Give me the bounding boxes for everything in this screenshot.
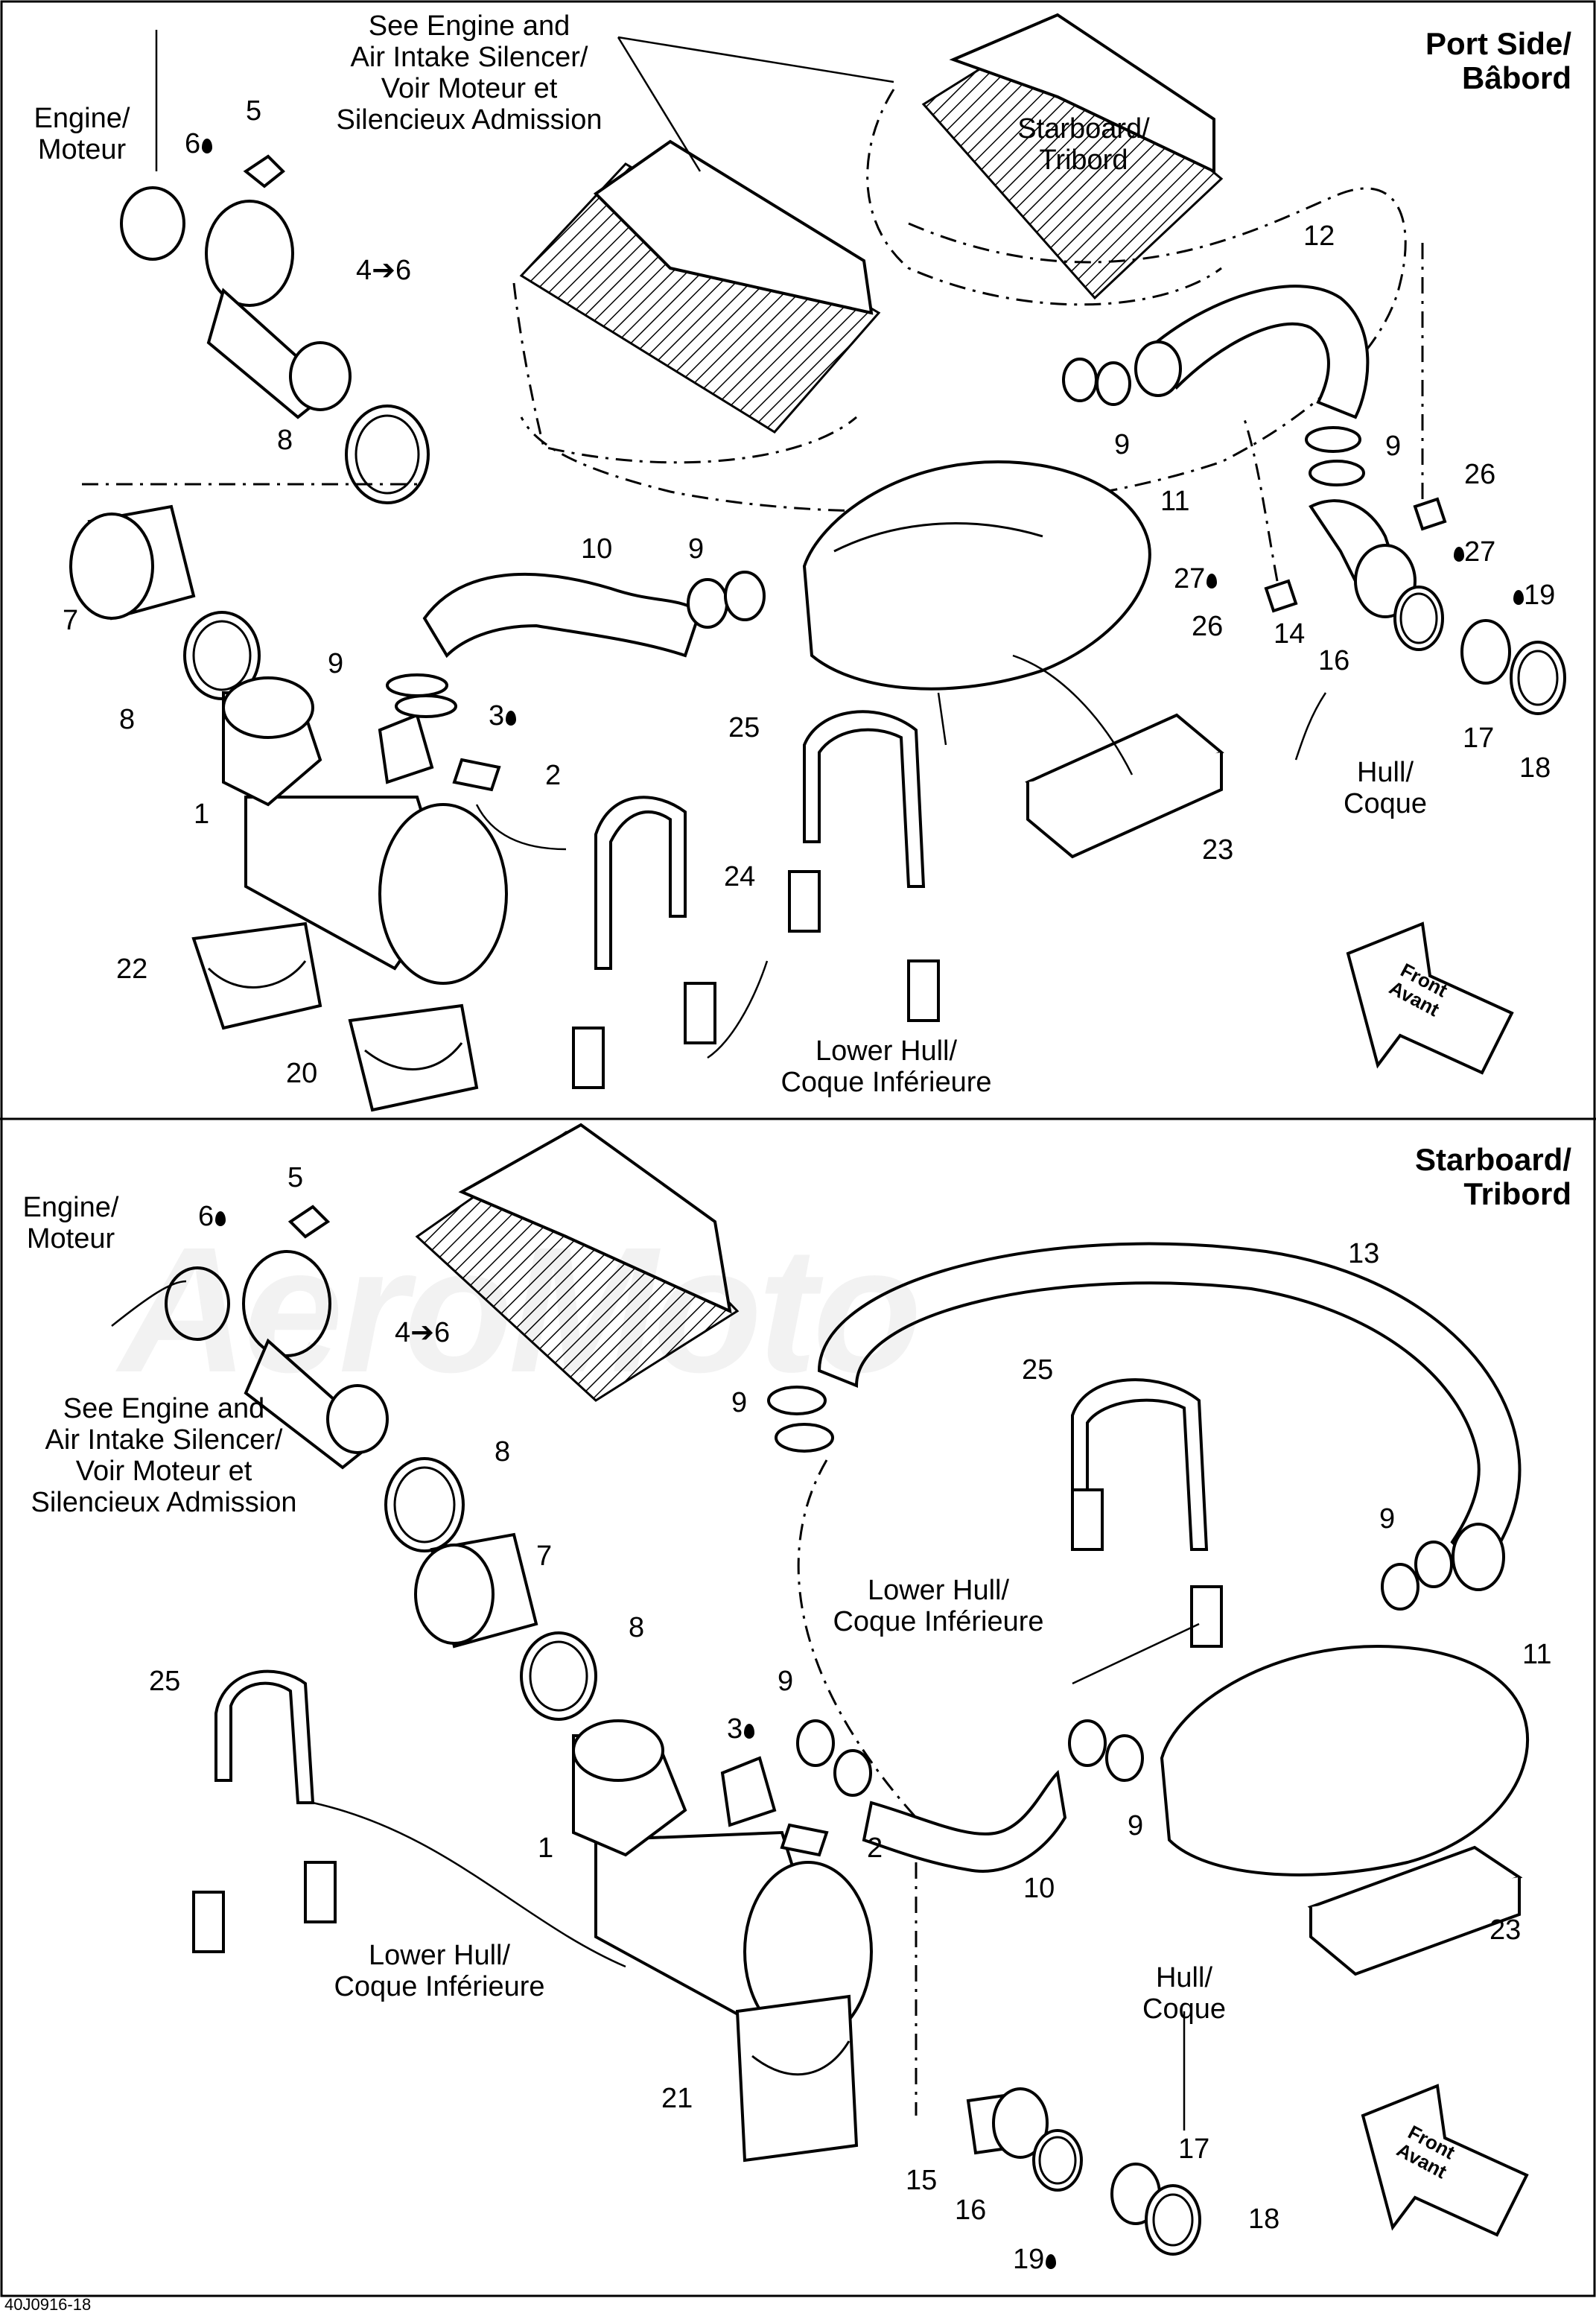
label-engine-bottom: Engine/ Moteur	[22, 1192, 119, 1254]
callout-23-top: 23	[1202, 834, 1234, 866]
oil-drop-icon	[215, 1211, 226, 1226]
callout-9-bottom-c: 9	[731, 1387, 748, 1418]
oil-drop-icon	[1206, 574, 1218, 588]
watermark-logo: AeroMoto	[119, 1210, 922, 1409]
label-see-engine-top: See Engine and Air Intake Silencer/ Voir…	[336, 10, 603, 136]
callout-26-top-b: 26	[1192, 611, 1224, 642]
callout-7-bottom: 7	[536, 1541, 553, 1572]
drawing-code: 40J0916-18	[4, 2295, 92, 2314]
callout-8-bottom-b: 8	[629, 1612, 645, 1643]
label-lower-hull-bottom-a: Lower Hull/ Coque Inférieure	[833, 1575, 1044, 1637]
callout-9-top-a: 9	[328, 648, 344, 679]
label-starboard-ref-top: Starboard/ Tribord	[1017, 113, 1150, 176]
callout-6-bottom: 6	[198, 1201, 226, 1232]
oil-drop-icon	[1046, 2254, 1057, 2269]
callout-2-bottom: 2	[867, 1833, 883, 1864]
callout-1-bottom: 1	[538, 1833, 554, 1864]
callout-20: 20	[286, 1058, 318, 1089]
callout-14-top: 14	[1274, 618, 1306, 650]
callout-25-bottom-b: 25	[1022, 1354, 1054, 1386]
callout-27-top-a: 27	[1452, 536, 1495, 568]
callout-6-top: 6	[185, 128, 213, 159]
callout-27-top-b: 27	[1174, 563, 1218, 594]
starboard-assembly	[111, 1123, 1530, 2256]
callout-16-bottom: 16	[955, 2195, 987, 2226]
oil-drop-icon	[202, 139, 213, 153]
callout-3-top: 3	[489, 700, 517, 732]
callout-11-bottom: 11	[1522, 1639, 1552, 1670]
callout-18-top: 18	[1519, 752, 1551, 784]
callout-21: 21	[661, 2083, 693, 2114]
callout-9-top-c: 9	[1114, 429, 1131, 460]
port-side-assembly	[69, 13, 1566, 1112]
label-lower-hull-bottom-b: Lower Hull/ Coque Inférieure	[334, 1940, 545, 2002]
callout-23-bottom: 23	[1490, 1914, 1522, 1946]
callout-11-top: 11	[1160, 486, 1190, 517]
callout-3-bottom: 3	[727, 1713, 755, 1745]
callout-15: 15	[906, 2165, 938, 2196]
heading-port-side: Port Side/ Bâbord	[1425, 26, 1571, 95]
callout-25-top: 25	[728, 712, 760, 743]
callout-4-6-top: 4➔6	[356, 255, 412, 286]
oil-drop-icon	[1454, 547, 1464, 562]
oil-drop-icon	[1513, 590, 1524, 605]
callout-4-6-bottom: 4➔6	[395, 1317, 451, 1348]
callout-17-bottom: 17	[1178, 2133, 1210, 2165]
callout-9-bottom-d: 9	[1379, 1503, 1396, 1535]
callout-19-bottom: 19	[1013, 2244, 1057, 2275]
front-arrow-icon	[1346, 921, 1514, 1075]
callout-19-top: 19	[1512, 580, 1555, 611]
callout-9-top-b: 9	[688, 533, 705, 565]
callout-24: 24	[724, 861, 756, 892]
oil-drop-icon	[744, 1724, 755, 1739]
callout-13: 13	[1348, 1238, 1380, 1269]
callout-10-top: 10	[581, 533, 613, 565]
callout-2-top: 2	[545, 760, 562, 791]
front-arrow-icon	[1361, 2084, 1529, 2237]
callout-1-top: 1	[194, 799, 210, 830]
callout-10-bottom: 10	[1023, 1873, 1055, 1904]
callout-9-top-d: 9	[1385, 431, 1402, 462]
callout-8-top-b: 8	[119, 704, 136, 735]
callout-16-top: 16	[1318, 645, 1350, 676]
callout-8-top-a: 8	[277, 425, 293, 456]
callout-22: 22	[116, 954, 148, 985]
callout-5-bottom: 5	[287, 1162, 304, 1193]
label-see-engine-bottom: See Engine and Air Intake Silencer/ Voir…	[31, 1393, 297, 1518]
callout-5-top: 5	[246, 95, 262, 127]
callout-17-top: 17	[1463, 723, 1495, 754]
callout-25-bottom-a: 25	[149, 1666, 181, 1697]
heading-starboard: Starboard/ Tribord	[1414, 1142, 1571, 1211]
callout-7-top: 7	[63, 605, 79, 636]
callout-8-bottom-a: 8	[495, 1436, 511, 1468]
callout-9-bottom-b: 9	[1128, 1810, 1144, 1841]
callout-9-bottom-a: 9	[778, 1666, 794, 1697]
label-hull-bottom: Hull/ Coque	[1142, 1962, 1226, 2025]
callout-26-top-a: 26	[1464, 459, 1496, 490]
label-hull-top: Hull/ Coque	[1344, 757, 1427, 819]
callout-12: 12	[1303, 221, 1335, 252]
label-engine-top: Engine/ Moteur	[34, 103, 130, 165]
label-lower-hull-top: Lower Hull/ Coque Inférieure	[780, 1035, 992, 1098]
oil-drop-icon	[506, 711, 517, 726]
callout-18-bottom: 18	[1248, 2204, 1280, 2235]
